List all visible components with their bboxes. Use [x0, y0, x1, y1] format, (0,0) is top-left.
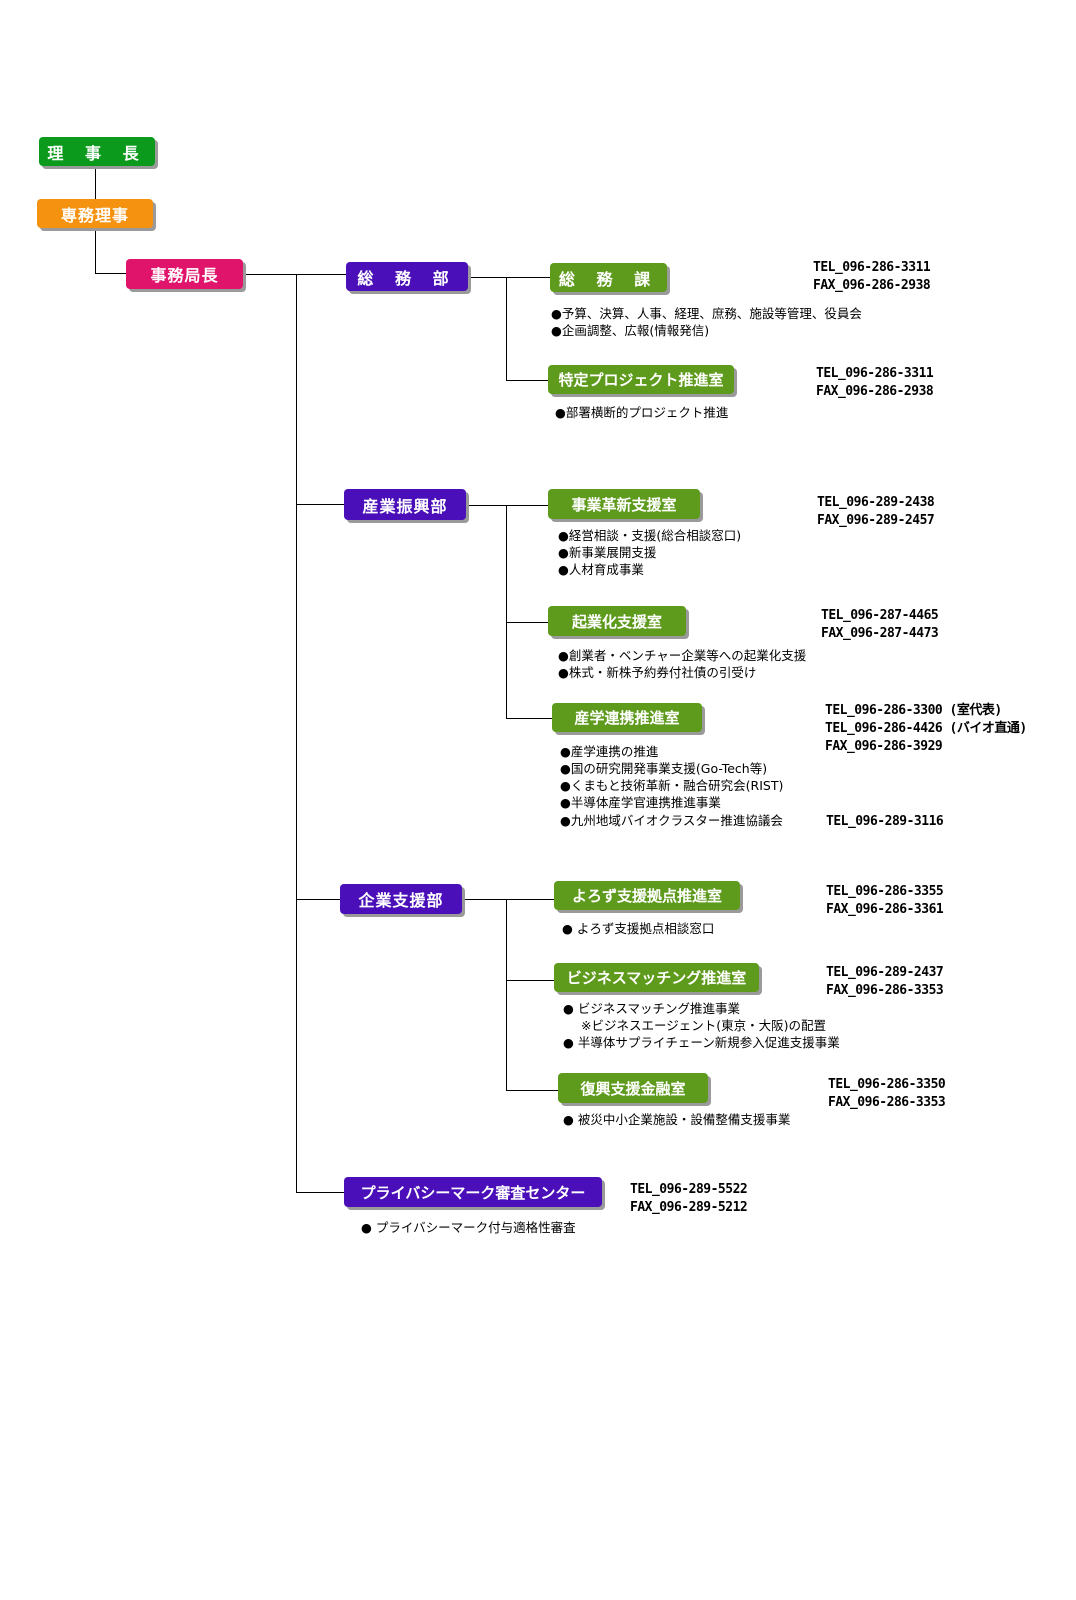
executive-director-box: 専務理事: [37, 199, 153, 228]
connector-line: [506, 1090, 558, 1091]
unit-tokutei-box: 特定プロジェクト推進室: [548, 365, 734, 394]
dept-sangyo-box: 産業振興部: [344, 489, 466, 520]
unit-kigyoka-box: 起業化支援室: [548, 606, 686, 636]
unit-business-item: ● ビジネスマッチング推進事業: [563, 1001, 741, 1016]
unit-fukko-item: ● 被災中小企業施設・設備整備支援事業: [563, 1112, 791, 1127]
dept-kigyo-box: 企業支援部: [340, 884, 462, 914]
connector-line: [462, 899, 554, 900]
privacy-center-fax: FAX_096-289-5212: [630, 1200, 748, 1215]
unit-kigyoka-fax: FAX_096-287-4473: [821, 626, 939, 641]
unit-sangaku-item: ●産学連携の推進: [560, 744, 659, 759]
unit-kigyoka-tel: TEL_096-287-4465: [821, 608, 939, 623]
connector-line: [296, 1192, 344, 1193]
unit-somuka-box: 総 務 課: [550, 263, 667, 292]
unit-yorozu-fax: FAX_096-286-3361: [826, 902, 944, 917]
connector-line: [296, 899, 340, 900]
unit-sangaku-fax: FAX_096-286-3929: [825, 739, 943, 754]
unit-yorozu-tel: TEL_096-286-3355: [826, 884, 944, 899]
dept-somu-box: 総 務 部: [346, 262, 468, 291]
unit-somuka-fax: FAX_096-286-2938: [813, 278, 931, 293]
unit-somuka-tel: TEL_096-286-3311: [813, 260, 931, 275]
unit-sangaku-tel: TEL_096-286-3300 (室代表): [825, 703, 1002, 718]
privacy-center-tel: TEL_096-289-5522: [630, 1182, 748, 1197]
chairman-box: 理 事 長: [39, 137, 155, 166]
unit-jigyo-fax: FAX_096-289-2457: [817, 513, 935, 528]
connector-line: [95, 273, 126, 274]
connector-line: [506, 505, 507, 718]
unit-sangaku-item: ●国の研究開発事業支援(Go-Tech等): [560, 761, 768, 776]
privacy-center-box: プライバシーマーク審査センター: [344, 1177, 602, 1207]
connector-line: [468, 277, 550, 278]
unit-kigyoka-item: ●創業者・ベンチャー企業等への起業化支援: [558, 648, 807, 663]
unit-somuka-item: ●予算、決算、人事、経理、庶務、施設等管理、役員会: [551, 306, 862, 321]
connector-line: [506, 277, 507, 380]
unit-business-item: ● 半導体サプライチェーン新規参入促進支援事業: [563, 1035, 840, 1050]
connector-line: [506, 622, 548, 623]
unit-fukko-box: 復興支援金融室: [558, 1073, 708, 1103]
unit-business-box: ビジネスマッチング推進室: [554, 963, 759, 992]
connector-line: [296, 504, 344, 505]
unit-business-item: ※ビジネスエージェント(東京・大阪)の配置: [581, 1018, 826, 1033]
unit-jigyo-item: ●人材育成事業: [558, 562, 644, 577]
connector-line: [95, 166, 96, 199]
unit-sangaku-tel: TEL_096-286-4426 (バイオ直通): [825, 721, 1027, 736]
unit-business-fax: FAX_096-286-3353: [826, 983, 944, 998]
unit-sangaku-item: ●くまもと技術革新・融合研究会(RIST): [560, 778, 784, 793]
connector-line: [506, 718, 552, 719]
unit-business-tel: TEL_096-289-2437: [826, 965, 944, 980]
unit-yorozu-item: ● よろず支援拠点相談窓口: [562, 921, 715, 936]
connector-line: [243, 274, 346, 275]
unit-sangaku-box: 産学連携推進室: [552, 703, 702, 732]
unit-kigyoka-item: ●株式・新株予約券付社債の引受け: [558, 665, 757, 680]
unit-yorozu-box: よろず支援拠点推進室: [554, 881, 740, 910]
connector-line: [466, 505, 548, 506]
unit-tokutei-tel: TEL_096-286-3311: [816, 366, 934, 381]
unit-jigyo-item: ●新事業展開支援: [558, 545, 657, 560]
connector-line: [95, 228, 96, 273]
unit-jigyo-tel: TEL_096-289-2438: [817, 495, 935, 510]
unit-sangaku-item: ●九州地域バイオクラスター推進協議会: [560, 813, 783, 828]
unit-sangaku-extra-tel: TEL_096-289-3116: [826, 814, 944, 829]
unit-tokutei-item: ●部署横断的プロジェクト推進: [555, 405, 729, 420]
connector-line: [506, 380, 548, 381]
unit-somuka-item: ●企画調整、広報(情報発信): [551, 323, 710, 338]
secretary-general-box: 事務局長: [126, 259, 243, 289]
unit-sangaku-item: ●半導体産学官連携推進事業: [560, 795, 721, 810]
privacy-center-item: ● プライバシーマーク付与適格性審査: [361, 1220, 576, 1235]
unit-fukko-tel: TEL_096-286-3350: [828, 1077, 946, 1092]
connector-line: [506, 899, 507, 1090]
connector-line: [506, 980, 554, 981]
connector-line: [296, 274, 297, 1192]
unit-fukko-fax: FAX_096-286-3353: [828, 1095, 946, 1110]
unit-jigyo-item: ●経営相談・支援(総合相談窓口): [558, 528, 742, 543]
unit-tokutei-fax: FAX_096-286-2938: [816, 384, 934, 399]
unit-jigyo-box: 事業革新支援室: [548, 489, 700, 519]
